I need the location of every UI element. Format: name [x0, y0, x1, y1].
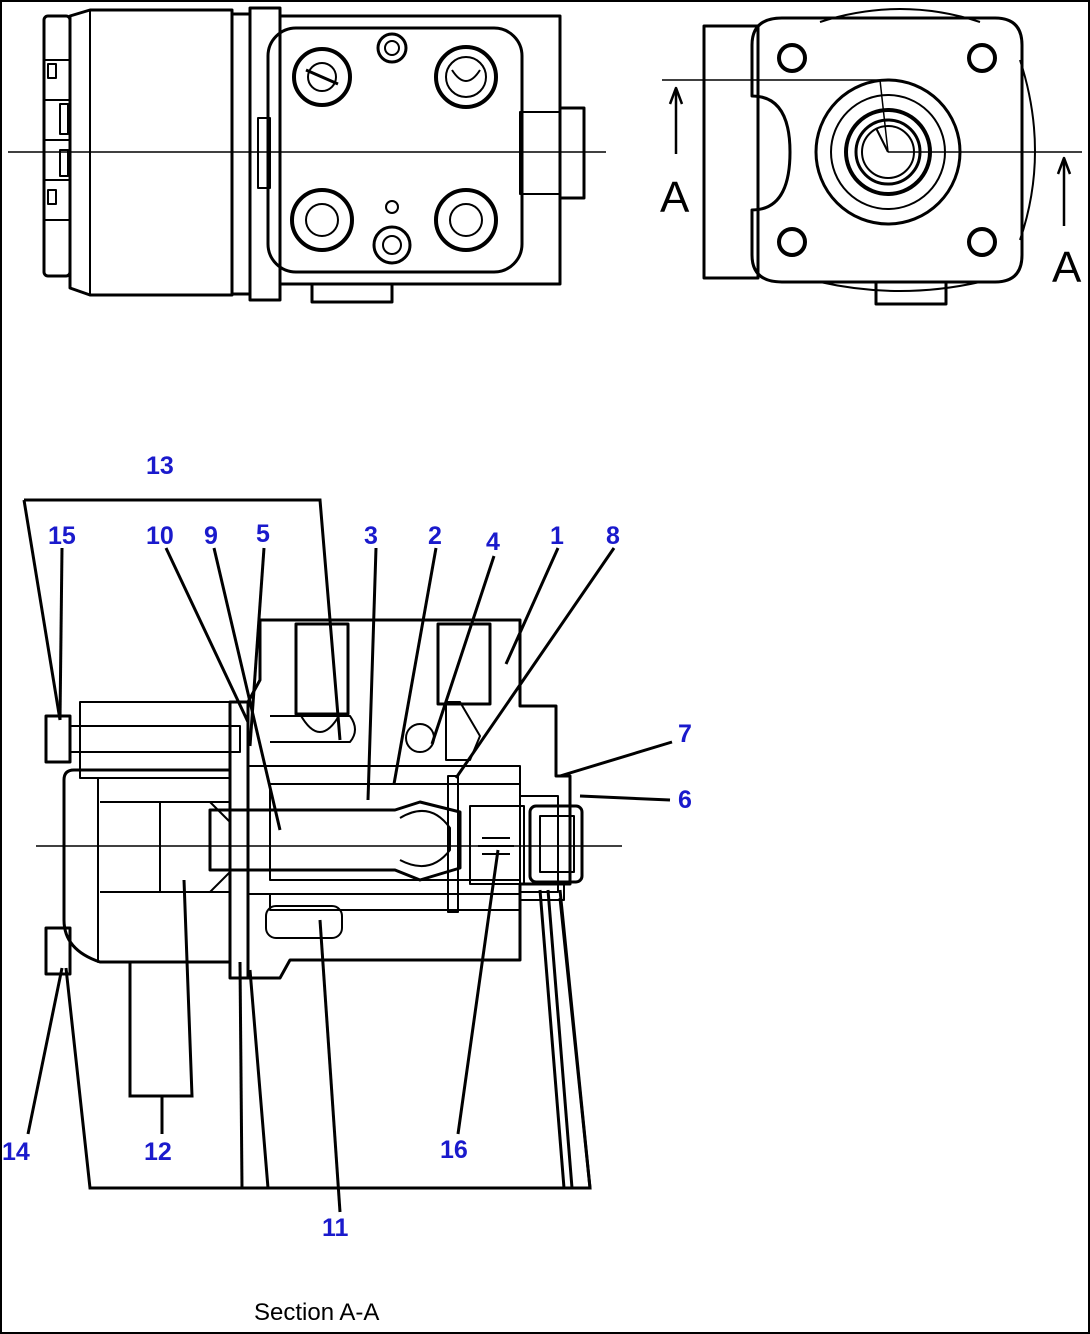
section-letter-left: A	[660, 173, 690, 222]
leader-1	[504, 547, 560, 665]
bolt-hole-tr	[967, 43, 997, 73]
section-letter-right: A	[1052, 243, 1082, 292]
callout-10: 10	[146, 522, 174, 550]
drive-shaft	[208, 800, 462, 882]
callout-14: 14	[2, 1138, 30, 1166]
port-a	[294, 622, 350, 716]
side-view	[8, 6, 606, 304]
callout-7: 7	[678, 720, 692, 748]
callout-12: 12	[144, 1138, 172, 1166]
bolt-shank	[69, 725, 241, 753]
bolt-hole-br	[967, 227, 997, 257]
callout-5: 5	[256, 520, 270, 548]
leader-13	[24, 498, 342, 741]
port-b	[436, 622, 492, 706]
port-top-right	[434, 45, 498, 109]
leader-7	[559, 740, 673, 778]
leader-10	[164, 547, 250, 723]
callout-15: 15	[48, 522, 76, 550]
leader-6	[579, 794, 671, 802]
callout-11: 11	[322, 1214, 349, 1242]
leader-3	[366, 547, 378, 801]
end-view	[662, 8, 1082, 306]
leader-5	[248, 547, 266, 747]
leader-16	[456, 849, 500, 1135]
bolt-hole-tl	[777, 43, 807, 73]
input-coupling	[469, 805, 525, 885]
callouts: 13 15 10 9 5 3 2 4 1 8 7 6 14 12 16 11	[2, 452, 692, 1242]
leader-2	[392, 547, 438, 785]
bolt-head-bottom	[44, 926, 72, 976]
port-small-bottom	[372, 225, 412, 265]
leader-9	[212, 547, 282, 831]
callout-2: 2	[428, 522, 442, 550]
callout-16: 16	[440, 1136, 468, 1164]
callout-8: 8	[606, 522, 620, 550]
lower-pin	[265, 905, 343, 939]
port-bottom-left	[290, 188, 354, 252]
port-top-left	[292, 47, 352, 107]
callout-13: 13	[146, 452, 174, 480]
section-caption: Section A-A	[254, 1299, 379, 1326]
callout-9: 9	[204, 522, 218, 550]
callout-3: 3	[364, 522, 378, 550]
bottom-lug-end	[874, 280, 948, 306]
flange-plate	[750, 16, 1024, 284]
port-small-top	[376, 32, 408, 64]
valve-body-section	[246, 618, 572, 980]
callout-1: 1	[550, 522, 564, 550]
input-shaft-seal	[528, 804, 584, 884]
leader-11	[318, 919, 342, 1213]
leader-15	[58, 547, 64, 721]
leader-lines	[22, 498, 673, 1213]
leader-4	[430, 555, 496, 745]
bolt-hole-bl	[777, 227, 807, 257]
bottom-lug	[310, 282, 394, 304]
knurl-teeth	[44, 59, 70, 221]
leader-14	[26, 967, 64, 1135]
callout-4: 4	[486, 528, 500, 556]
port-bottom-right	[434, 188, 498, 252]
housing-back	[702, 24, 760, 280]
valve-face	[266, 26, 524, 274]
leader-8	[454, 547, 616, 779]
callout-6: 6	[678, 786, 692, 814]
cross-pin	[447, 775, 459, 913]
